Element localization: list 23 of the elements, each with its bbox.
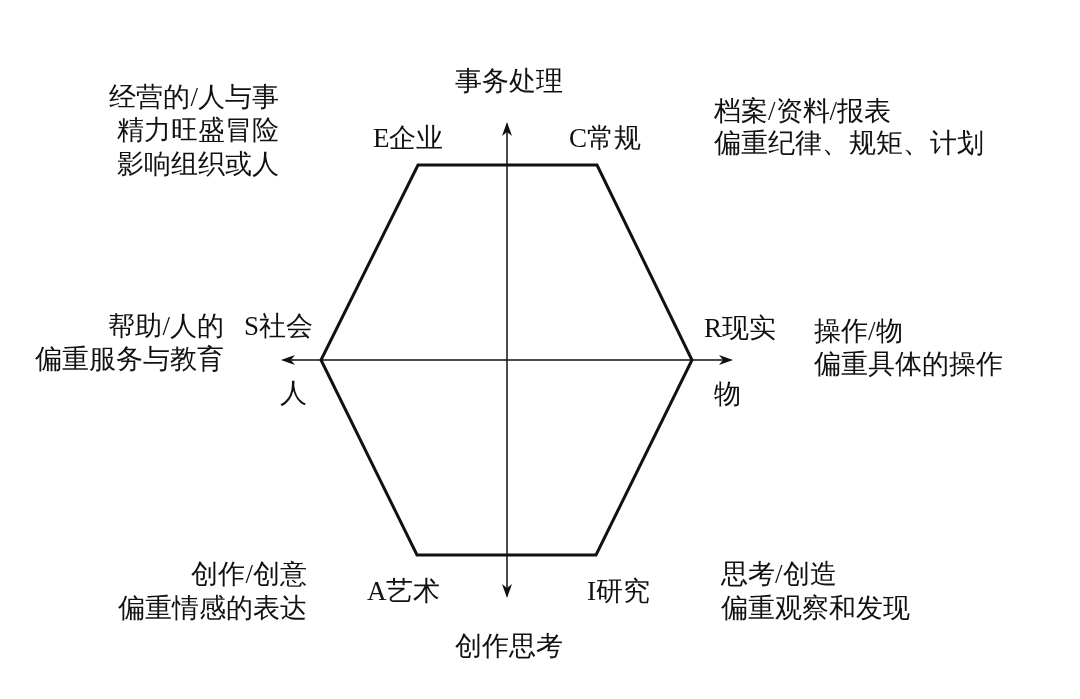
description-text: 偏重观察和发现 — [721, 595, 910, 622]
description-text: 操作/物 — [814, 318, 903, 345]
description-text: 偏重情感的表达 — [118, 595, 307, 622]
type-label: E企业 — [373, 125, 444, 152]
description-text: 偏重具体的操作 — [814, 351, 1003, 378]
type-label: S社会 — [244, 313, 314, 340]
type-label: R现实 — [704, 315, 776, 342]
description-text: 偏重服务与教育 — [35, 346, 224, 373]
description-text: 影响组织或人 — [117, 151, 279, 178]
axis-label: 创作思考 — [455, 633, 563, 660]
type-label: C常规 — [569, 125, 641, 152]
description-text: 思考/创造 — [721, 561, 837, 588]
description-text: 帮助/人的 — [108, 313, 224, 340]
axis-label: 物 — [714, 381, 741, 408]
description-text: 精力旺盛冒险 — [117, 117, 279, 144]
axis-label: 事务处理 — [455, 68, 563, 95]
description-text: 偏重纪律、规矩、计划 — [714, 130, 984, 157]
description-text: 档案/资料/报表 — [714, 98, 891, 125]
description-text: 创作/创意 — [191, 561, 307, 588]
description-text: 经营的/人与事 — [109, 84, 279, 111]
type-label: A艺术 — [367, 578, 441, 605]
type-label: I研究 — [587, 578, 650, 605]
axis-label: 人 — [280, 380, 307, 407]
